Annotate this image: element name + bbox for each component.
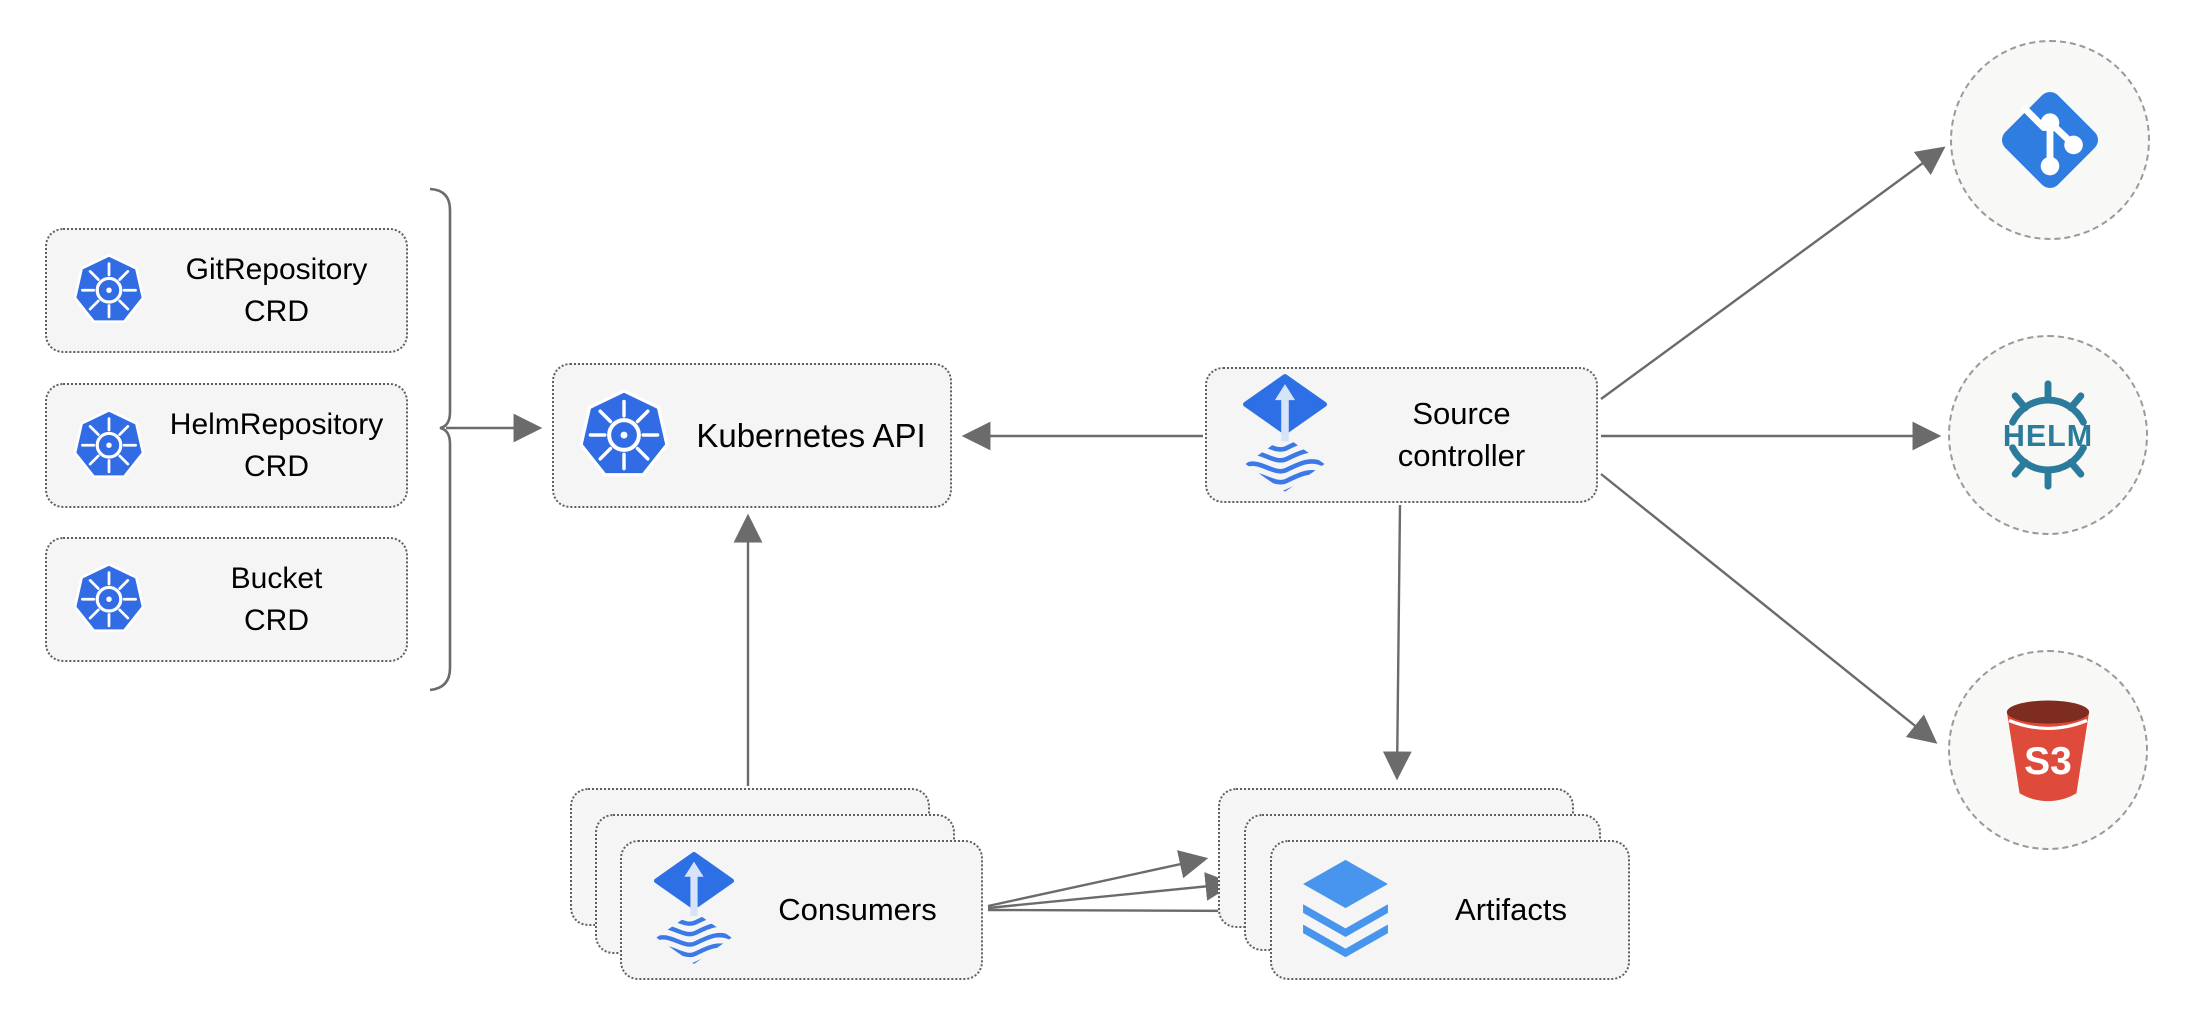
arrow-consumers-to-artifacts-2 — [987, 872, 1235, 910]
gitrepository-crd-label: GitRepository CRD — [185, 252, 368, 328]
git-source-node — [1950, 40, 2150, 240]
helm-wordmark: HELM — [2003, 419, 2093, 453]
gitrepository-crd-node: GitRepository CRD — [45, 228, 408, 353]
kubernetes-icon — [71, 562, 147, 638]
consumers-label: Consumers — [778, 892, 937, 927]
helm-icon: HELM — [1989, 376, 2107, 494]
s3-wordmark: S3 — [2024, 740, 2072, 783]
crd-group-bracket — [429, 187, 452, 692]
source-controller-node: Source controller — [1205, 367, 1598, 503]
flux-icon — [1243, 374, 1327, 496]
source-controller-label: Source controller — [1397, 396, 1526, 473]
kubernetes-icon — [576, 388, 672, 484]
s3-bucket-icon: S3 — [1993, 691, 2103, 809]
git-icon — [1988, 78, 2112, 202]
bucket-crd-label: Bucket CRD — [230, 561, 323, 637]
kubernetes-api-node: Kubernetes API — [552, 363, 952, 508]
kubernetes-api-label: Kubernetes API — [696, 416, 926, 454]
flux-icon — [654, 852, 734, 968]
artifacts-node: Artifacts — [1270, 840, 1630, 980]
arrow-source-to-artifacts — [1382, 504, 1412, 781]
kubernetes-icon — [71, 408, 147, 484]
layers-icon — [1297, 856, 1394, 964]
s3-source-node: S3 — [1948, 650, 2148, 850]
consumers-node: Consumers — [620, 840, 983, 980]
helm-source-node: HELM — [1948, 335, 2148, 535]
bucket-crd-node: Bucket CRD — [45, 537, 408, 662]
arrow-consumers-to-artifacts-3 — [987, 896, 1261, 926]
helmrepository-crd-node: HelmRepository CRD — [45, 383, 408, 508]
artifacts-label: Artifacts — [1455, 892, 1567, 927]
arrow-consumers-to-artifacts-1 — [987, 850, 1209, 908]
helmrepository-crd-label: HelmRepository CRD — [169, 407, 384, 483]
kubernetes-icon — [71, 253, 147, 329]
arrow-source-to-s3 — [1600, 473, 1938, 744]
arrow-source-to-git — [1600, 146, 1946, 400]
